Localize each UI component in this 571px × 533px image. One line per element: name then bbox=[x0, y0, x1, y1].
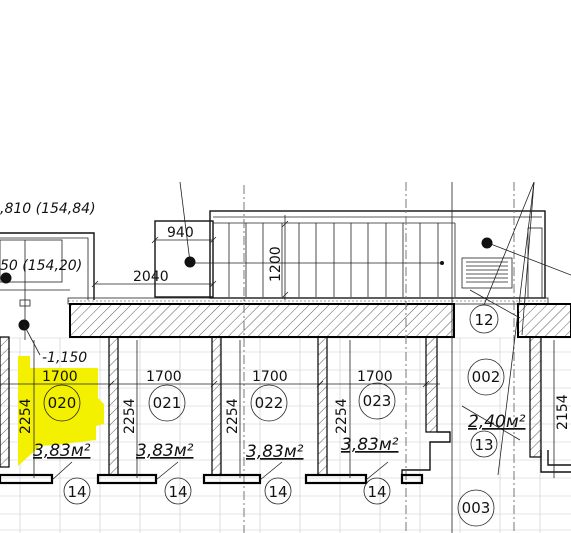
room-dimension-lines bbox=[0, 340, 555, 478]
room-020-marker: 020 bbox=[43, 384, 81, 422]
room-022-marker: 022 bbox=[250, 384, 288, 422]
svg-text:14: 14 bbox=[367, 483, 386, 501]
landing-length-label: 2040 bbox=[133, 269, 169, 285]
callout-12: 12 bbox=[469, 304, 499, 334]
room-021-area: 3,83м² bbox=[136, 441, 194, 461]
room-020-depth-label: 2254 bbox=[18, 398, 34, 434]
room-021-tag: 14 bbox=[164, 477, 192, 505]
room-023-tag: 14 bbox=[363, 477, 391, 505]
room-021-marker: 021 bbox=[148, 384, 186, 422]
room-020-number: 020 bbox=[48, 394, 77, 412]
room-021-depth-label: 2254 bbox=[122, 398, 138, 434]
room-002-number: 002 bbox=[472, 368, 501, 386]
svg-text:12: 12 bbox=[474, 311, 493, 329]
upper-left-enclosure bbox=[0, 232, 95, 340]
room-022-depth-label: 2254 bbox=[225, 398, 241, 434]
svg-text:13: 13 bbox=[474, 436, 493, 454]
room-020-tag: 14 bbox=[63, 477, 91, 505]
room-022-area: 3,83м² bbox=[246, 442, 304, 462]
room-003-number: 003 bbox=[462, 499, 491, 517]
elevation-middle-label: 50 (154,20) bbox=[0, 258, 82, 274]
yellow-highlight bbox=[18, 356, 104, 466]
elevation-floor-label: -1,150 bbox=[42, 350, 87, 366]
room-023-number: 023 bbox=[363, 392, 392, 410]
right-depth-label: 2154 bbox=[555, 394, 571, 430]
stair bbox=[91, 210, 546, 300]
room-walls bbox=[0, 336, 571, 485]
svg-text:14: 14 bbox=[168, 483, 187, 501]
foundation-beam bbox=[67, 297, 571, 338]
room-022-width-label: 1700 bbox=[252, 369, 288, 385]
stair-length-label: 1200 bbox=[268, 246, 284, 282]
level-marker-top bbox=[0, 272, 12, 284]
room-023-area: 3,83м² bbox=[341, 435, 399, 455]
room-023-width-label: 1700 bbox=[357, 369, 393, 385]
room-023-marker: 023 bbox=[358, 382, 396, 420]
room-021-width-label: 1700 bbox=[146, 369, 182, 385]
stair-marker bbox=[184, 256, 196, 268]
elevation-top-label: ,810 (154,84) bbox=[0, 201, 96, 217]
svg-text:14: 14 bbox=[268, 483, 287, 501]
room-002-marker: 002 bbox=[467, 358, 505, 396]
room-023-depth-label: 2254 bbox=[334, 398, 350, 434]
room-002-area: 2,40м² bbox=[468, 412, 526, 432]
room-002-tag: 13 bbox=[470, 430, 498, 458]
room-003-marker: 003 bbox=[457, 489, 495, 527]
room-022-tag: 14 bbox=[264, 477, 292, 505]
axis-lines bbox=[179, 181, 571, 533]
room-021-number: 021 bbox=[153, 394, 182, 412]
level-marker-points bbox=[0, 237, 493, 356]
room-020-area: 3,83м² bbox=[33, 441, 91, 461]
room-022-number: 022 bbox=[255, 394, 284, 412]
grille-marker bbox=[481, 237, 493, 249]
room-020-width-label: 1700 bbox=[42, 369, 78, 385]
landing-width-label: 940 bbox=[167, 225, 194, 241]
svg-text:14: 14 bbox=[67, 483, 86, 501]
